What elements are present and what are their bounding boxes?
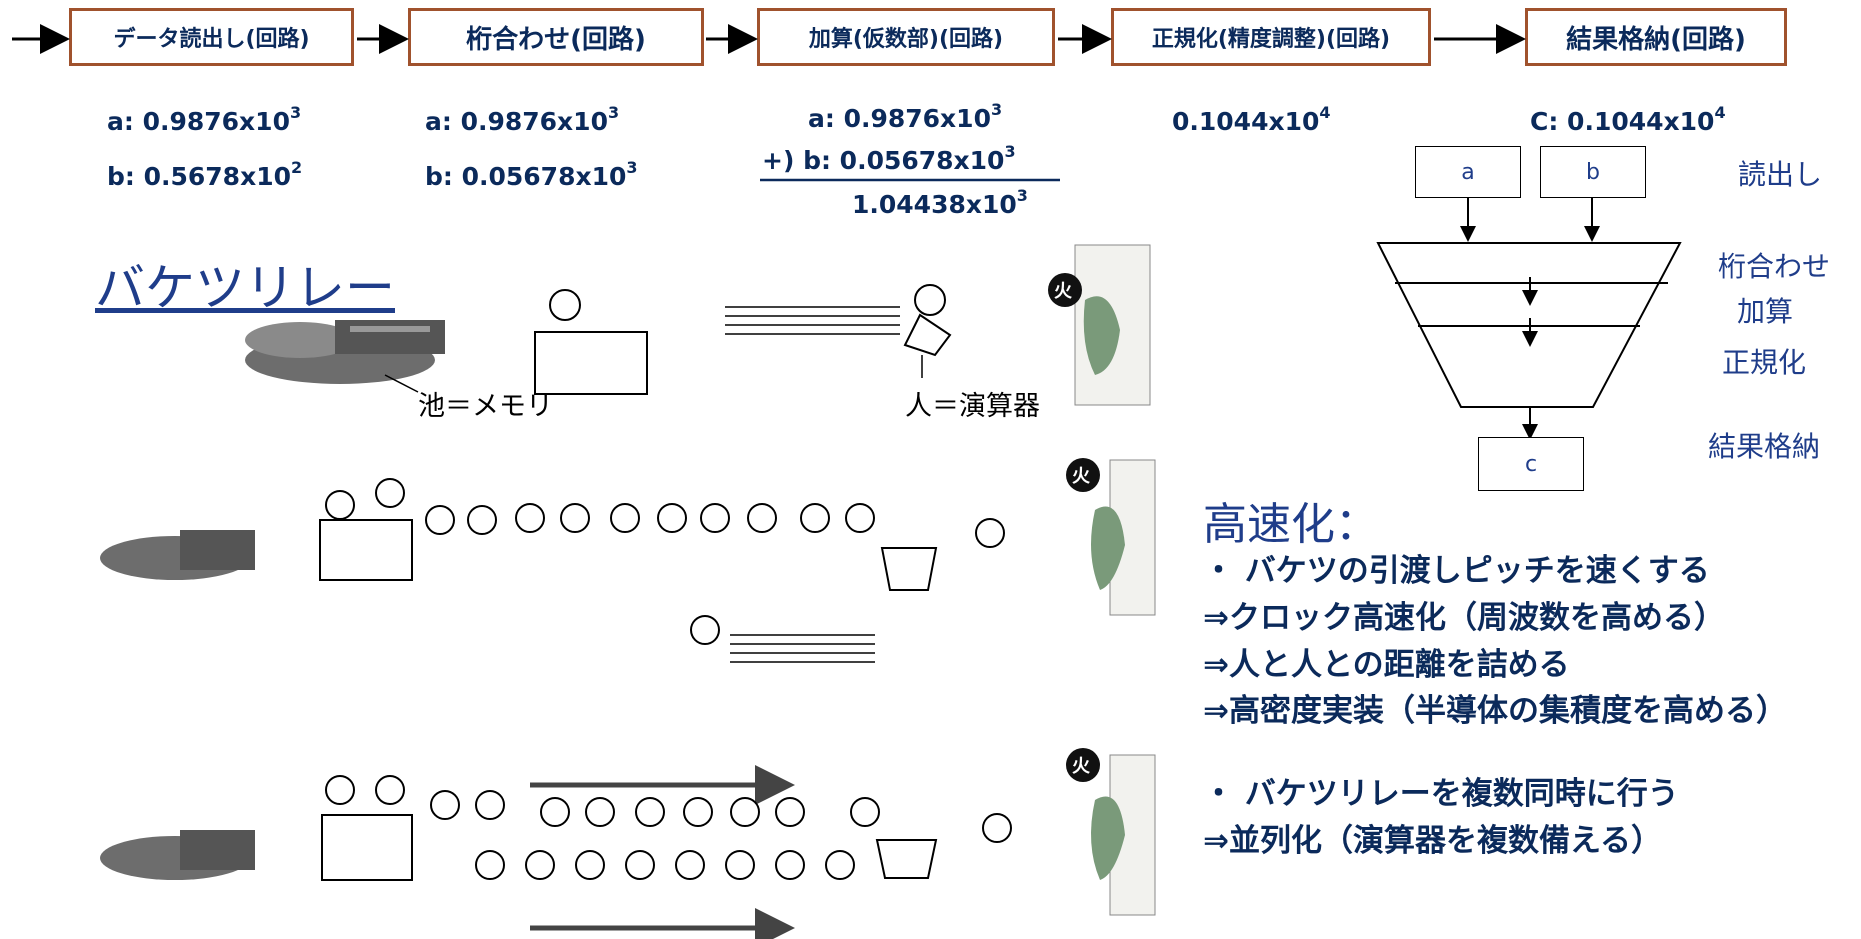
- fire-badge-2: 火: [1072, 466, 1090, 487]
- normalize-value: 0.1044x104: [1172, 103, 1331, 136]
- store-value: C: 0.1044x104: [1530, 103, 1726, 136]
- speedup-line-5: ・ バケツリレーを複数同時に行う: [1203, 776, 1679, 812]
- stage-store: 結果格納(回路): [1525, 8, 1787, 66]
- alu-trapezoid: [1376, 242, 1682, 408]
- worker-row-3: [325, 775, 1012, 880]
- pond-memory-label: 池＝メモリ: [418, 391, 553, 422]
- hw-label-add: 加算: [1737, 295, 1794, 328]
- stage-add: 加算(仮数部)(回路): [757, 8, 1055, 66]
- stage-align: 桁合わせ(回路): [408, 8, 704, 66]
- speedup-line-1: ・ バケツの引渡しピッチを速くする: [1203, 553, 1710, 589]
- person-alu-label: 人＝演算器: [905, 391, 1040, 422]
- pond-illustration-1: [245, 320, 445, 384]
- align-b-value: b: 0.05678x103: [425, 158, 638, 191]
- add-sum-value: 1.04438x103: [852, 186, 1028, 219]
- read-a-value: a: 0.9876x103: [107, 103, 302, 136]
- register-b-box: b: [1540, 146, 1646, 198]
- speedup-line-6: ⇒並列化（演算器を複数備える）: [1203, 823, 1663, 859]
- pond-illustration-2: [100, 530, 255, 580]
- register-a-box: a: [1415, 146, 1521, 198]
- hw-label-read: 読出し: [1738, 158, 1823, 191]
- worker-row-2: [325, 478, 1005, 548]
- stage-normalize: 正規化(精度調整)(回路): [1111, 8, 1431, 66]
- fire-badge-1: 火: [1054, 281, 1072, 302]
- hw-label-store: 結果格納: [1708, 430, 1821, 463]
- align-a-value: a: 0.9876x103: [425, 103, 620, 136]
- hw-label-normalize: 正規化: [1722, 346, 1807, 379]
- add-b-value: +) b: 0.05678x103: [762, 142, 1016, 175]
- read-b-value: b: 0.5678x102: [107, 158, 303, 191]
- stage-data-read: データ読出し(回路): [69, 8, 354, 66]
- add-a-value: a: 0.9876x103: [808, 100, 1003, 133]
- hw-label-align: 桁合わせ: [1718, 250, 1831, 283]
- speedup-line-4: ⇒高密度実装（半導体の集積度を高める）: [1203, 693, 1787, 729]
- bucket-relay-title: バケツリレー: [95, 259, 395, 317]
- speedup-line-2: ⇒クロック高速化（周波数を高める）: [1203, 600, 1725, 636]
- speedup-line-3: ⇒人と人との距離を詰める: [1203, 647, 1570, 683]
- fire-badge-3: 火: [1072, 756, 1090, 777]
- speedup-title: 高速化：: [1203, 499, 1379, 550]
- register-c-box: c: [1478, 437, 1584, 491]
- pond-illustration-3: [100, 830, 255, 880]
